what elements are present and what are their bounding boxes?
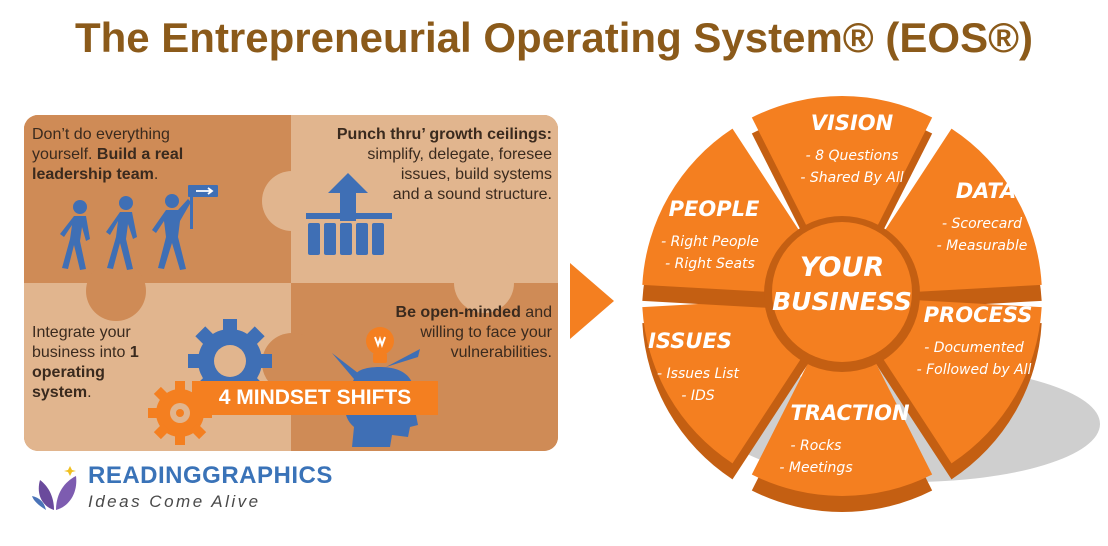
wheel-segment-process [874, 299, 1042, 464]
segment-item-traction: - Rocks [791, 438, 842, 454]
mindset-shifts-banner: 4 MINDSET SHIFTS [192, 381, 438, 415]
growth-chart-icon [306, 173, 392, 255]
segment-title-data: DATA [956, 179, 1017, 203]
puzzle-knob [454, 253, 514, 313]
logo-wordmark-part2: GRAPHICS [202, 462, 333, 489]
hub-label-line1: YOUR [800, 252, 884, 283]
segment-item-vision: - 8 Questions [806, 148, 899, 164]
mindset-text-leadership: Don’t do everything yourself. Build a re… [32, 126, 184, 183]
puzzle-knob [86, 261, 146, 321]
mindset-text-operating-system: Integrate your business into 1 operating… [32, 324, 139, 401]
mindset-puzzle: Don’t do everything yourself. Build a re… [24, 115, 558, 451]
gears-icon [148, 319, 272, 445]
page-title: The Entrepreneurial Operating System® (E… [74, 14, 1034, 61]
segment-item-people: - Right People [661, 234, 759, 250]
wheel-segment-issues [642, 299, 810, 464]
segment-item-issues: - IDS [681, 388, 714, 404]
segment-item-issues: - Issues List [657, 366, 739, 382]
puzzle-knob [262, 171, 322, 231]
segment-item-data: - Scorecard [942, 216, 1022, 232]
segment-title-traction: TRACTION [790, 401, 910, 425]
segment-title-people: PEOPLE [669, 197, 760, 221]
wheel-segment-traction [751, 349, 933, 496]
readinggraphics-logo: READINGGRAPHICS Ideas Come Alive [32, 458, 332, 528]
logo-wordmark: READINGGRAPHICS [88, 462, 333, 490]
segment-title-vision: VISION [811, 111, 894, 135]
wheel-segment-people [642, 128, 810, 293]
hub-center [772, 222, 912, 362]
play-arrow-icon [570, 263, 614, 339]
segment-item-traction: - Meetings [779, 460, 852, 476]
mindset-text-open-minded: Be open-minded and willing to face your … [395, 304, 552, 361]
segment-title-issues: ISSUES [648, 329, 732, 353]
segment-item-process: - Followed by All [917, 362, 1032, 378]
segment-item-process: - Documented [924, 340, 1024, 356]
segment-item-vision: - Shared By All [800, 170, 903, 186]
logo-wordmark-part1: READING [88, 462, 203, 489]
puzzle-piece-top-right [291, 115, 558, 283]
segment-item-data: - Measurable [937, 238, 1028, 254]
logo-tagline: Ideas Come Alive [88, 492, 261, 511]
eos-wheel: YOUR BUSINESS VISION - 8 Questions - Share… [642, 96, 1100, 512]
segment-item-people: - Right Seats [665, 256, 755, 272]
puzzle-piece-bottom-right [291, 283, 558, 451]
butterfly-logo-icon [32, 466, 77, 510]
segment-title-process: PROCESS [924, 303, 1033, 327]
hub-label-line2: BUSINESS [772, 287, 912, 316]
wheel-segment-vision [751, 96, 933, 243]
wheel-segment-data [874, 128, 1042, 293]
walking-team-icon [60, 185, 218, 270]
mindset-text-growth: Punch thru’ growth ceilings: simplify, d… [336, 126, 552, 203]
